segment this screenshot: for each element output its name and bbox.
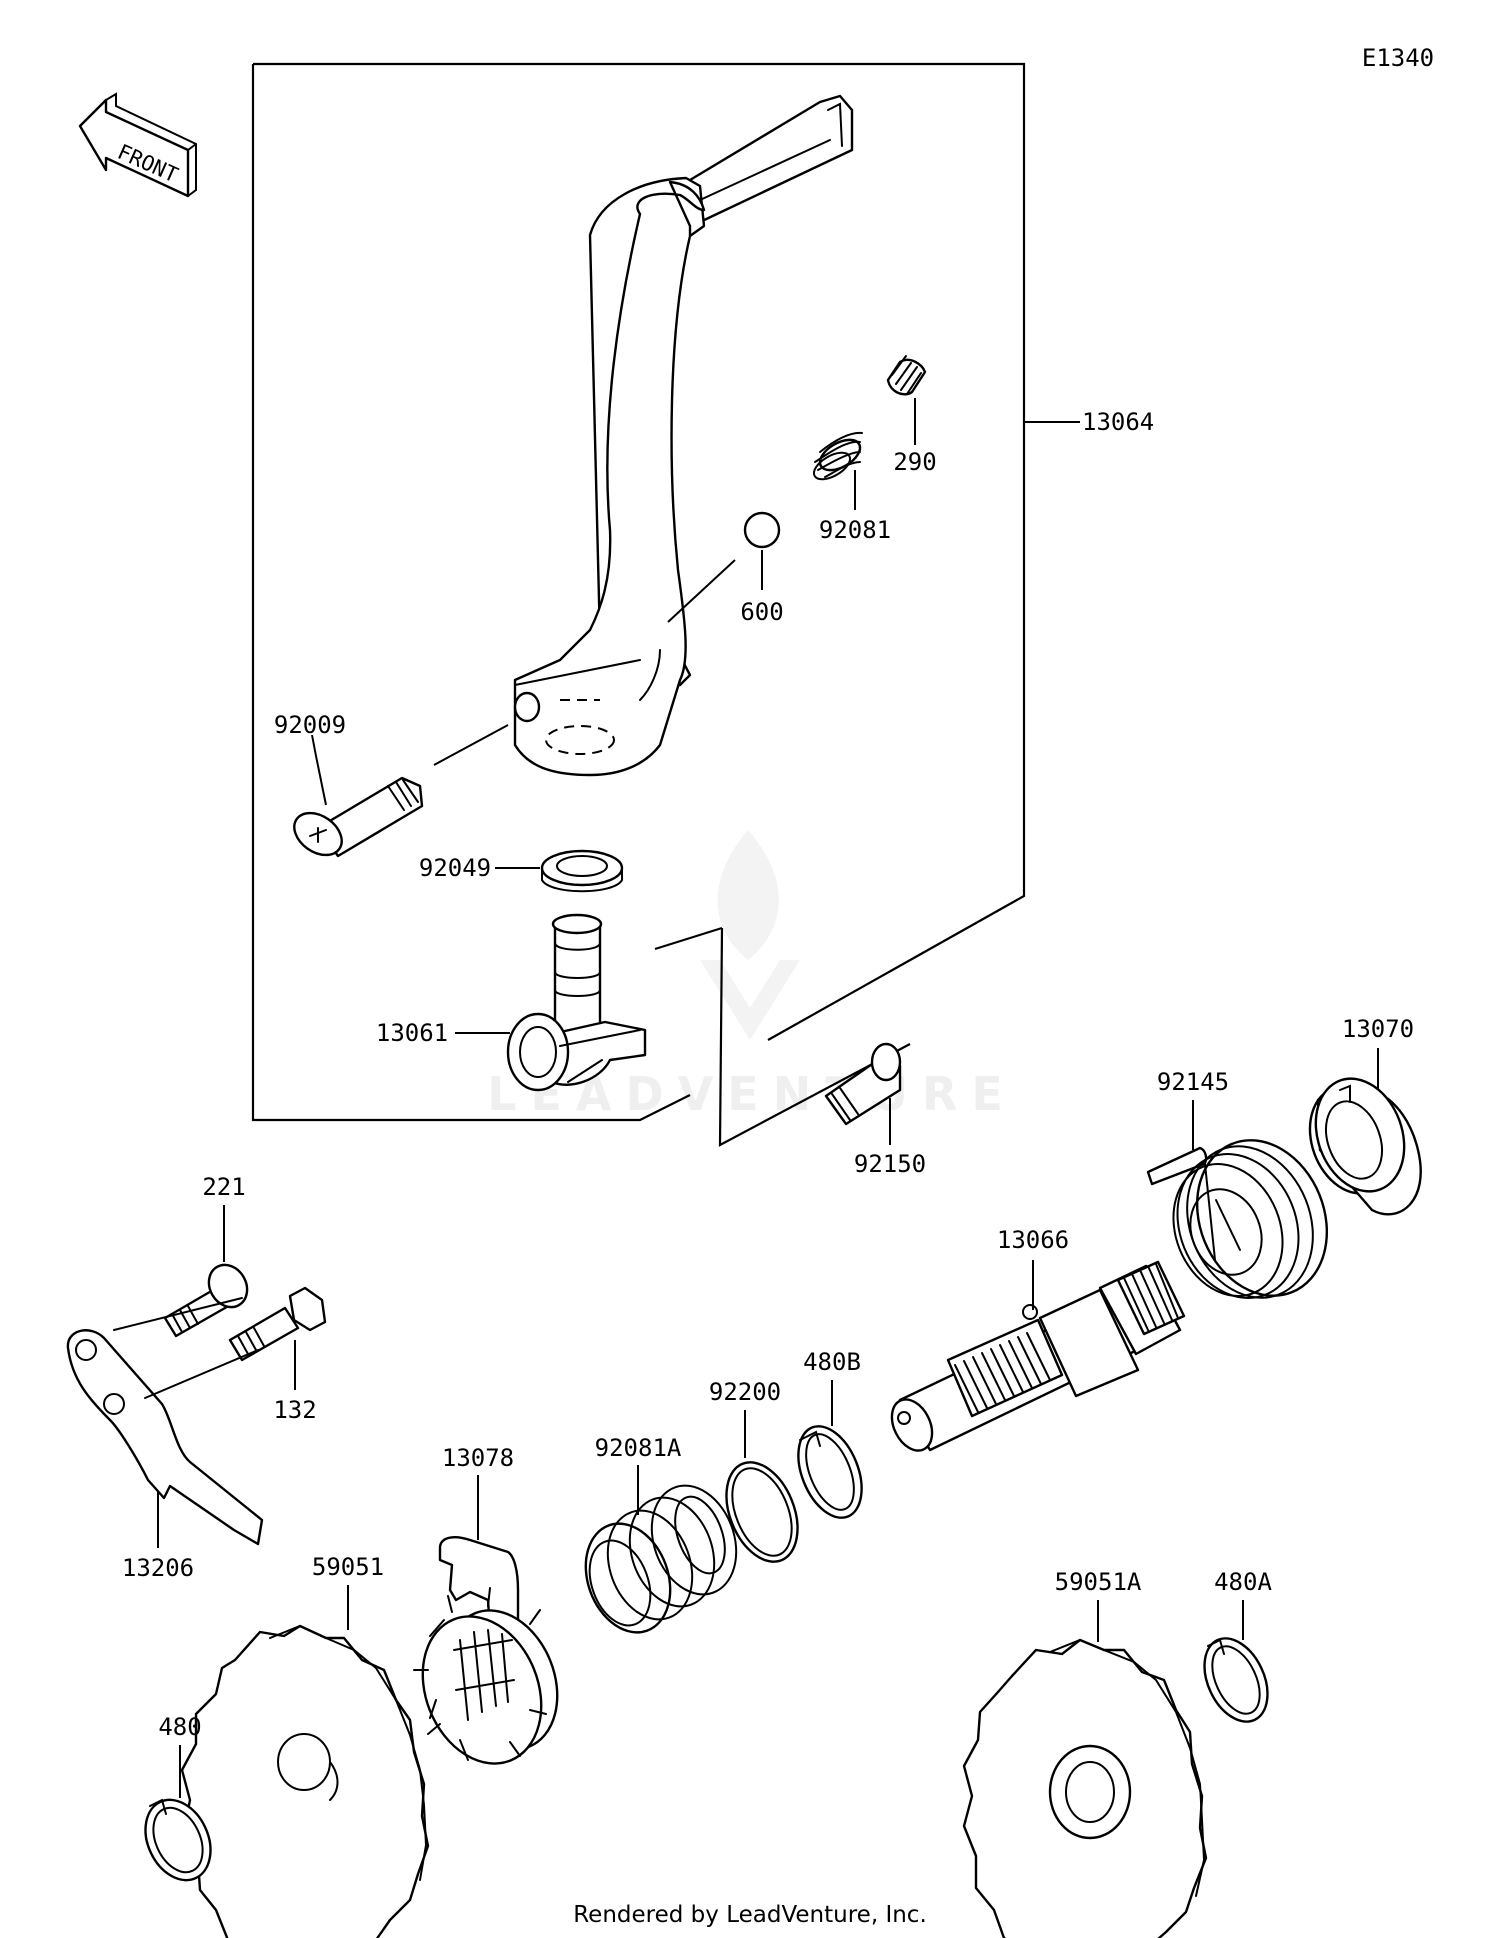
part-92150-bolt bbox=[824, 1042, 902, 1126]
assembly-frame-13064 bbox=[251, 62, 1026, 1147]
label-59051A: 59051A bbox=[1055, 1568, 1142, 1596]
part-92049-washer bbox=[540, 849, 624, 893]
label-92081: 92081 bbox=[819, 516, 891, 544]
part-59051A-gear bbox=[962, 1638, 1208, 1938]
label-92009: 92009 bbox=[274, 711, 346, 739]
part-59051-gear bbox=[180, 1624, 430, 1938]
label-13070: 13070 bbox=[1342, 1015, 1414, 1043]
part-221-bolt bbox=[163, 1263, 249, 1338]
part-92145-torsion-spring bbox=[1146, 1139, 1329, 1299]
label-480B: 480B bbox=[803, 1348, 861, 1376]
part-92081-spring bbox=[812, 431, 863, 481]
part-labels: 13064 290 92081 600 92009 92049 13061 92… bbox=[122, 408, 1414, 1741]
part-480A-circlip bbox=[1203, 1637, 1269, 1723]
label-92150: 92150 bbox=[854, 1150, 926, 1178]
part-13061-ratchet-shaft bbox=[506, 913, 647, 1092]
label-13064: 13064 bbox=[1082, 408, 1154, 436]
part-480B-circlip bbox=[797, 1425, 863, 1519]
part-600-ball bbox=[743, 511, 781, 549]
label-13061: 13061 bbox=[376, 1019, 448, 1047]
part-290-spring bbox=[886, 355, 927, 396]
footer-credit: Rendered by LeadVenture, Inc. bbox=[573, 1902, 927, 1928]
figure-code: E1340 bbox=[1362, 44, 1434, 72]
part-13206-guide-plate bbox=[66, 1297, 264, 1546]
kick-lever bbox=[513, 94, 854, 777]
part-480-circlip bbox=[144, 1798, 212, 1882]
label-92145: 92145 bbox=[1157, 1068, 1229, 1096]
part-92200-washer bbox=[725, 1461, 799, 1563]
label-92200: 92200 bbox=[709, 1378, 781, 1406]
label-13206: 13206 bbox=[122, 1554, 194, 1582]
part-13070-collar bbox=[1308, 1077, 1422, 1216]
label-92081A: 92081A bbox=[595, 1434, 682, 1462]
label-92049: 92049 bbox=[419, 854, 491, 882]
label-221: 221 bbox=[202, 1173, 245, 1201]
part-92009-bolt bbox=[293, 724, 509, 858]
label-290: 290 bbox=[893, 448, 936, 476]
front-arrow-icon: FRONT bbox=[78, 92, 197, 198]
label-13066: 13066 bbox=[997, 1226, 1069, 1254]
label-480: 480 bbox=[158, 1713, 201, 1741]
part-13066-kick-shaft bbox=[890, 1260, 1186, 1452]
part-92081A-spring bbox=[584, 1484, 738, 1634]
part-132-bolt bbox=[228, 1286, 327, 1362]
part-13078-ratchet bbox=[413, 1536, 559, 1765]
label-13078: 13078 bbox=[442, 1444, 514, 1472]
label-132: 132 bbox=[273, 1396, 316, 1424]
label-480A: 480A bbox=[1214, 1568, 1272, 1596]
label-600: 600 bbox=[740, 598, 783, 626]
label-59051: 59051 bbox=[312, 1553, 384, 1581]
